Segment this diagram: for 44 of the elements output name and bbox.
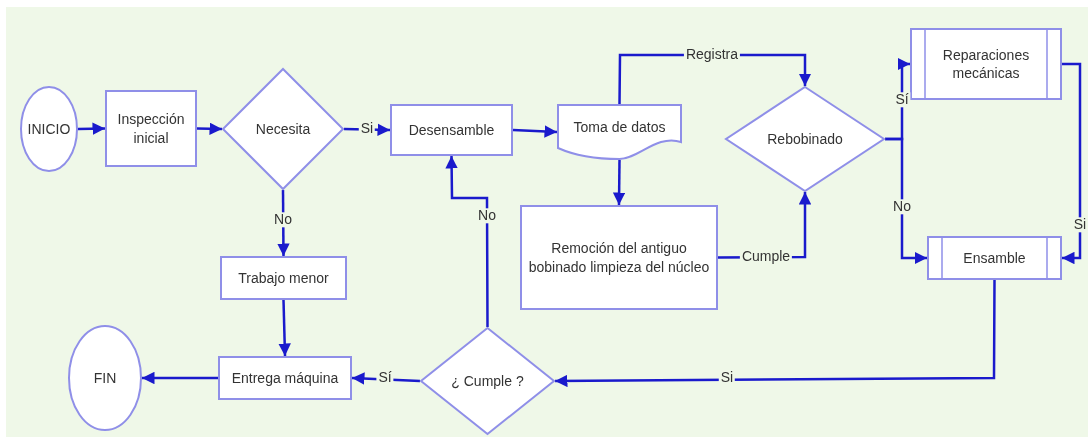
arrow — [277, 190, 290, 256]
node-label: Ensamble — [963, 248, 1026, 268]
subprocess-box — [910, 28, 1062, 100]
arrow — [612, 160, 626, 205]
process-box — [105, 90, 197, 167]
edge-label: No — [272, 212, 294, 228]
edge-label: No — [891, 199, 913, 215]
node-label: Entrega máquina — [231, 368, 339, 388]
node-label: Trabajo menor — [238, 268, 329, 288]
decision-diamond — [725, 86, 885, 192]
process-box — [218, 356, 352, 400]
edge-label: Si — [1071, 217, 1089, 233]
process-box — [390, 104, 513, 156]
arrow — [77, 122, 106, 135]
edge-label: No — [476, 208, 498, 224]
process-box — [220, 256, 347, 300]
node-label: Inspección inicial — [116, 110, 186, 147]
edge-label: Sí — [893, 92, 911, 108]
subprocess-box — [927, 236, 1062, 280]
node-label: ¿ Cumple ? — [451, 371, 524, 391]
terminal-circle — [20, 86, 78, 172]
node-label: Reparaciones mecánicas — [941, 45, 1031, 83]
arrow — [278, 299, 291, 357]
node-label: Remoción del antiguo bobinado limpieza del núcleo — [527, 239, 711, 276]
arrow — [1062, 62, 1082, 265]
edge-label: Registra — [683, 47, 741, 63]
arrow — [445, 156, 489, 327]
process-box — [520, 205, 718, 310]
node-label: Necesita — [255, 119, 311, 139]
arrow — [555, 280, 996, 388]
node-label: Rebobinado — [767, 129, 843, 149]
edge-label: Cumple — [739, 249, 793, 265]
arrow — [196, 122, 223, 135]
node-label: INICIO — [27, 119, 71, 139]
decision-diamond — [420, 327, 555, 435]
arrow — [142, 371, 218, 385]
terminal-circle — [68, 325, 142, 431]
decision-diamond — [222, 68, 344, 190]
node-label: FIN — [93, 368, 117, 388]
arrow — [351, 372, 421, 385]
node-label: Toma de datos — [573, 117, 666, 137]
arrow — [512, 125, 558, 138]
node-label: Desensamble — [408, 120, 495, 140]
arrow — [885, 137, 927, 265]
